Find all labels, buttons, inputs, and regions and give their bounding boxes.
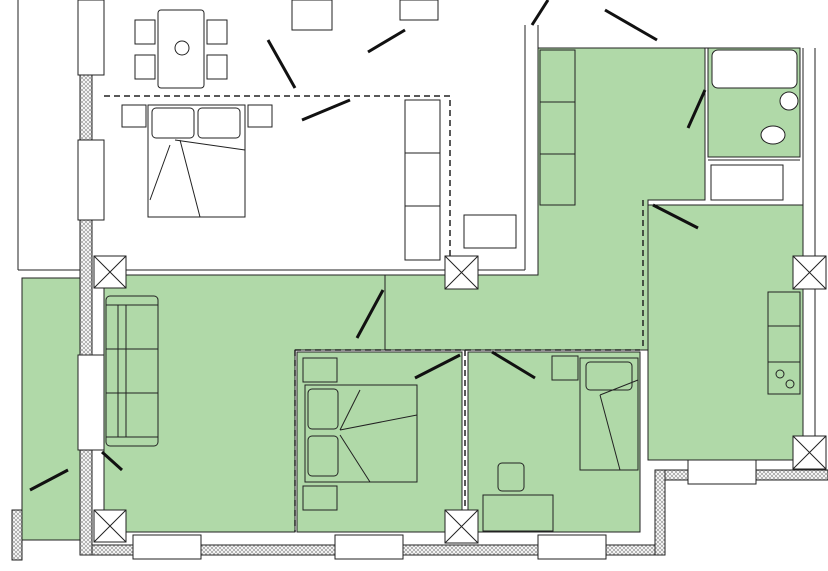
- shaft: [792, 435, 827, 470]
- door: [301, 98, 351, 122]
- door: [355, 289, 385, 339]
- kitchen-counter: [767, 325, 801, 363]
- bathtub: [711, 49, 798, 89]
- desk: [482, 494, 554, 532]
- desk-chair: [497, 462, 525, 492]
- doors: [29, 0, 707, 492]
- balcony: [21, 277, 81, 541]
- window: [334, 534, 404, 560]
- door: [530, 0, 550, 26]
- window: [77, 139, 105, 221]
- single-bed: [579, 357, 639, 471]
- shaft: [93, 509, 127, 543]
- neighbor-unit: [291, 0, 439, 31]
- windows: [77, 0, 757, 560]
- dining-table: [134, 9, 228, 89]
- nightstand: [121, 104, 147, 128]
- door: [266, 39, 297, 89]
- door: [29, 468, 69, 492]
- wardrobe: [404, 99, 441, 261]
- door: [414, 353, 461, 380]
- shaft: [93, 255, 127, 289]
- interior-walls: [17, 0, 816, 490]
- door: [652, 203, 699, 230]
- kitchen-counter-top: [710, 164, 784, 201]
- window: [77, 354, 105, 451]
- nightstand: [302, 357, 338, 383]
- nightstand: [247, 104, 273, 128]
- kitchen-sink: [767, 291, 801, 327]
- window: [132, 534, 202, 560]
- shaft: [792, 255, 827, 290]
- nightstand: [302, 485, 338, 511]
- shaft: [444, 509, 479, 544]
- hall-wardrobe: [539, 49, 576, 206]
- furniture: [105, 9, 801, 532]
- partitions: [104, 95, 644, 532]
- window: [687, 459, 757, 485]
- sink: [779, 91, 799, 111]
- door: [604, 8, 658, 42]
- door: [367, 28, 406, 54]
- bed-bedroom-1: [304, 384, 418, 483]
- door: [100, 450, 124, 472]
- window: [537, 534, 607, 560]
- cabinet: [463, 214, 517, 249]
- door: [686, 89, 707, 129]
- shafts: [93, 255, 827, 544]
- shaft: [444, 255, 479, 290]
- nightstand: [551, 355, 579, 381]
- door: [491, 350, 536, 380]
- window: [77, 0, 105, 76]
- double-bed: [147, 104, 246, 218]
- sofa: [105, 295, 159, 447]
- stove: [767, 361, 801, 395]
- toilet: [760, 125, 786, 145]
